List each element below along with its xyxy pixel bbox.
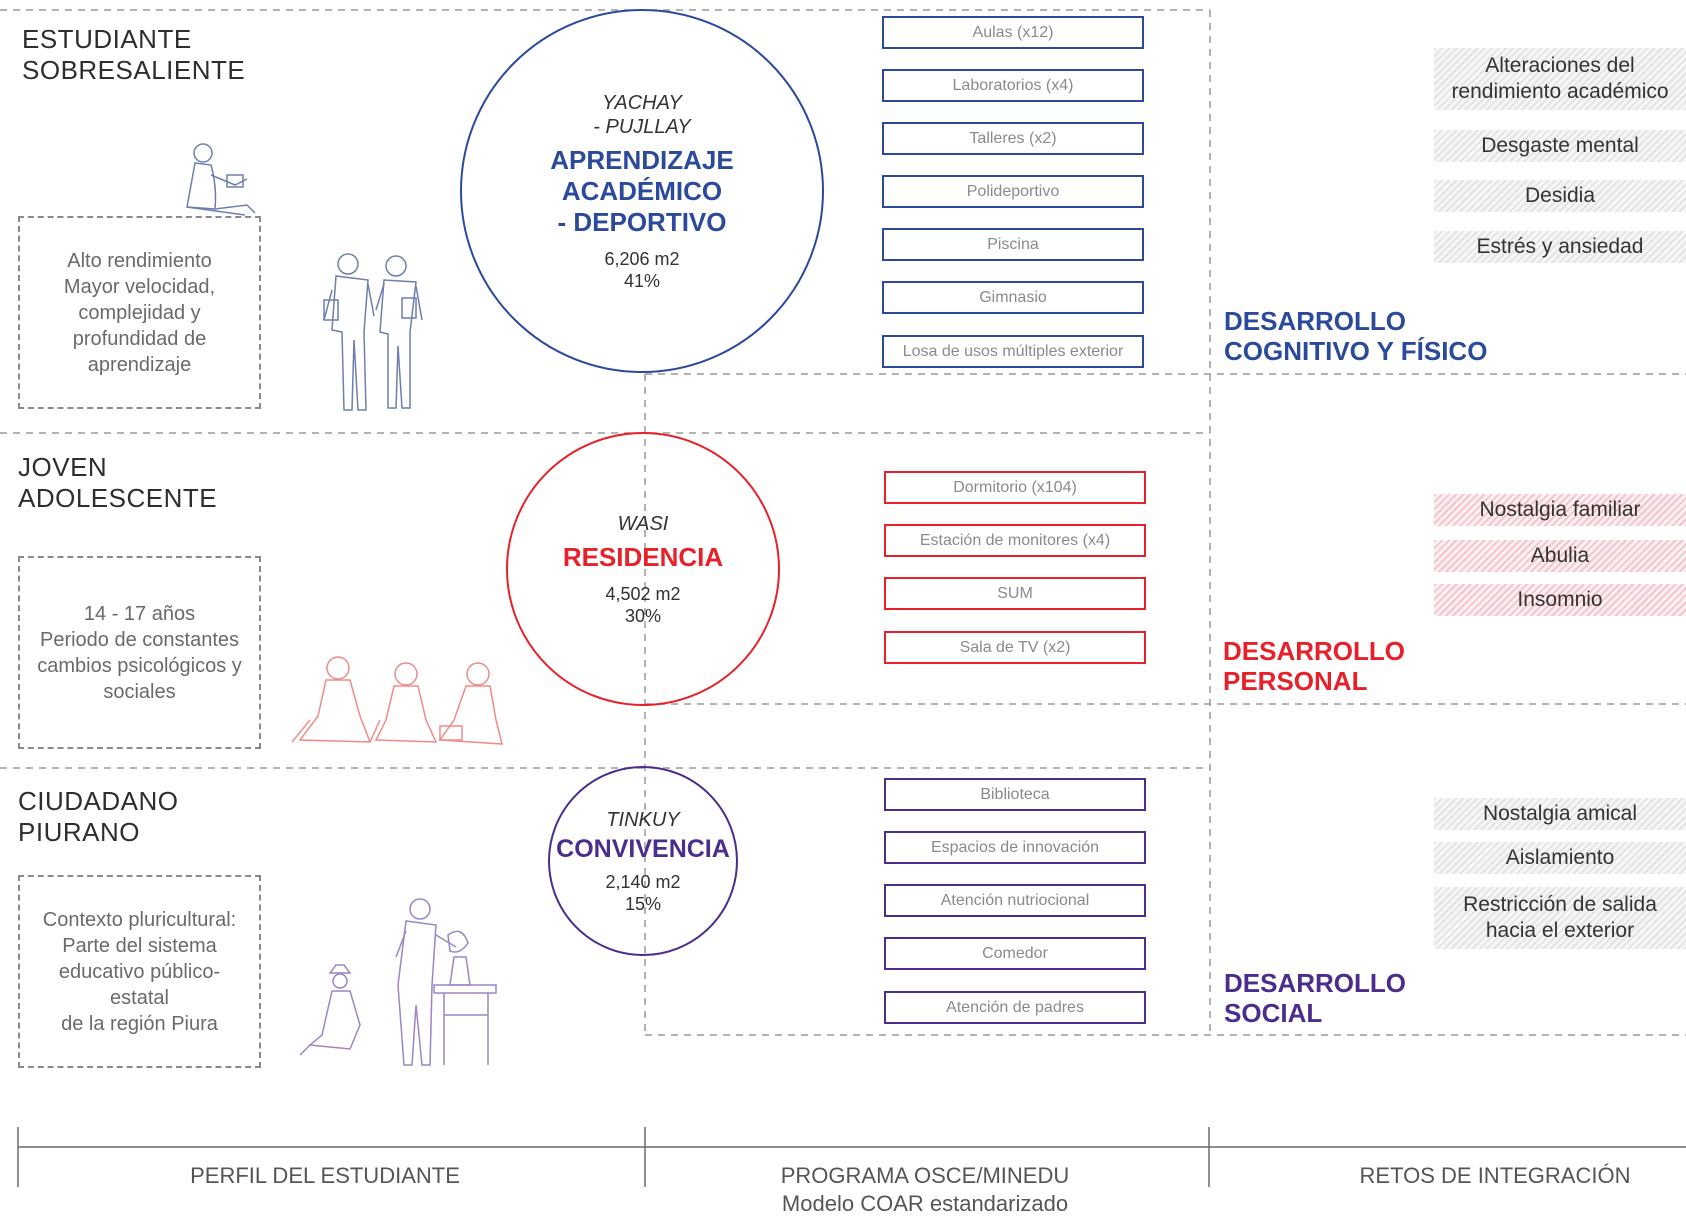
program-space-academic[interactable]: Aulas (x12): [882, 16, 1144, 49]
zone-name-social: CONVIVENCIA: [556, 834, 730, 863]
profile-title-outstanding: ESTUDIANTE SOBRESALIENTE: [22, 24, 246, 85]
student-reading-icon: [186, 143, 256, 216]
challenge-item-social: Aislamiento: [1434, 842, 1686, 874]
challenge-item-personal: Abulia: [1434, 540, 1686, 572]
program-space-residence[interactable]: Sala de TV (x2): [884, 631, 1146, 664]
program-space-social[interactable]: Atención nutriocional: [884, 884, 1146, 917]
zone-native-name-social: TINKUY: [606, 808, 680, 831]
challenge-item-personal: Insomnio: [1434, 584, 1686, 616]
column-label-program: PROGRAMA OSCE/MINEDU Modelo COAR estanda…: [780, 1163, 1070, 1216]
profile-box-citizen: Contexto pluricultural: Parte del sistem…: [18, 875, 261, 1068]
zone-circle-academic[interactable]: YACHAY - PUJLLAY APRENDIZAJE ACADÉMICO -…: [460, 9, 824, 373]
profile-description-citizen: Contexto pluricultural: Parte del sistem…: [42, 908, 237, 1035]
program-space-social[interactable]: Atención de padres: [884, 991, 1146, 1024]
challenge-item-personal: Nostalgia familiar: [1434, 494, 1686, 526]
teens-sitting-icon: [291, 656, 503, 745]
challenge-item-cognitive: Estrés y ansiedad: [1434, 231, 1686, 263]
program-space-social[interactable]: Comedor: [884, 937, 1146, 970]
artisans-icon: [300, 898, 497, 1066]
program-space-academic[interactable]: Polideportivo: [882, 175, 1144, 208]
profile-box-adolescent: 14 - 17 años Periodo de constantes cambi…: [18, 556, 261, 749]
zone-area-academic: 6,206 m2: [604, 248, 680, 269]
zone-circle-residence[interactable]: WASI RESIDENCIA 4,502 m2 30%: [506, 432, 780, 706]
program-space-academic[interactable]: Piscina: [882, 228, 1144, 261]
challenge-item-social: Nostalgia amical: [1434, 798, 1686, 830]
program-space-residence[interactable]: Dormitorio (x104): [884, 471, 1146, 504]
profile-description-outstanding: Alto rendimiento Mayor velocidad, comple…: [63, 249, 216, 376]
profile-description-adolescent: 14 - 17 años Periodo de constantes cambi…: [37, 602, 242, 703]
profile-title-citizen: CIUDADANO PIURANO: [18, 786, 179, 847]
challenge-item-cognitive: Desgaste mental: [1434, 130, 1686, 162]
zone-area-social: 2,140 m2: [605, 871, 681, 892]
zone-native-name-residence: WASI: [617, 512, 669, 535]
program-space-residence[interactable]: SUM: [884, 577, 1146, 610]
zone-percent-academic: 41%: [623, 270, 661, 291]
development-title-cognitive: DESARROLLO COGNITIVO Y FÍSICO: [1224, 306, 1488, 366]
zone-circle-social[interactable]: TINKUY CONVIVENCIA 2,140 m2 15%: [548, 766, 738, 956]
development-title-personal: DESARROLLO PERSONAL: [1223, 636, 1405, 696]
students-walking-icon: [323, 253, 423, 411]
program-space-social[interactable]: Biblioteca: [884, 778, 1146, 811]
profile-title-adolescent: JOVEN ADOLESCENTE: [18, 452, 218, 513]
challenge-item-social: Restricción de salida hacia el exterior: [1434, 887, 1686, 949]
zone-percent-social: 15%: [624, 893, 662, 914]
development-title-social: DESARROLLO SOCIAL: [1224, 968, 1406, 1028]
program-space-academic[interactable]: Gimnasio: [882, 281, 1144, 314]
zone-name-residence: RESIDENCIA: [562, 541, 724, 572]
program-space-academic[interactable]: Losa de usos múltiples exterior: [882, 335, 1144, 368]
column-label-profile: PERFIL DEL ESTUDIANTE: [190, 1163, 460, 1188]
zone-area-residence: 4,502 m2: [605, 583, 681, 604]
program-space-academic[interactable]: Talleres (x2): [882, 122, 1144, 155]
challenge-item-cognitive: Alteraciones del rendimiento académico: [1434, 48, 1686, 110]
challenge-item-cognitive: Desidia: [1434, 180, 1686, 212]
zone-native-name-academic: YACHAY - PUJLLAY: [593, 91, 691, 138]
zone-name-academic: APRENDIZAJE ACADÉMICO - DEPORTIVO: [550, 144, 734, 237]
column-label-challenges: RETOS DE INTEGRACIÓN: [1359, 1163, 1631, 1188]
program-space-social[interactable]: Espacios de innovación: [884, 831, 1146, 864]
profile-box-outstanding: Alto rendimiento Mayor velocidad, comple…: [18, 216, 261, 409]
program-space-residence[interactable]: Estación de monitores (x4): [884, 524, 1146, 557]
program-space-academic[interactable]: Laboratorios (x4): [882, 69, 1144, 102]
zone-percent-residence: 30%: [624, 605, 662, 626]
